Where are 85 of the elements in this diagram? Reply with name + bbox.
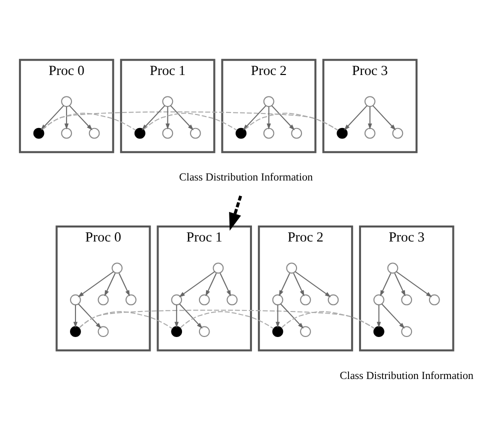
connector [281, 310, 376, 329]
cluster: Proc 0 [18, 58, 114, 153]
connector [143, 112, 238, 130]
arrow [271, 104, 295, 130]
node-circle [226, 294, 238, 305]
node-circle [61, 96, 72, 106]
arrow [166, 106, 170, 129]
node-circle [373, 294, 384, 305]
arrow [220, 272, 231, 296]
node-circle [300, 326, 311, 337]
arrow [178, 270, 216, 297]
node-circle [61, 127, 72, 138]
arrow [104, 272, 116, 296]
node-circle [70, 294, 81, 305]
arrow [64, 106, 69, 129]
arrow [276, 304, 280, 328]
node-circle [263, 96, 274, 106]
node-dot [373, 326, 384, 337]
cluster: Proc 3 [322, 58, 418, 153]
arrow [266, 106, 271, 129]
node-circle [171, 294, 182, 305]
node-circle [328, 294, 339, 305]
node-circle [387, 262, 398, 274]
arrow [376, 304, 381, 328]
arrow [78, 270, 114, 297]
arrow [278, 272, 290, 296]
label: Class Distribution Information [340, 369, 474, 382]
cluster: Proc 2 [221, 58, 316, 153]
node-circle [88, 127, 100, 138]
node-circle [364, 96, 376, 106]
node-dot [134, 127, 146, 138]
connector [180, 310, 274, 329]
node-circle [300, 294, 311, 305]
arrow [69, 104, 92, 130]
node-circle [272, 294, 284, 305]
arrow [206, 272, 217, 296]
node-dot [171, 326, 182, 337]
node-dot [336, 127, 348, 138]
node-circle [401, 294, 412, 305]
arrow [372, 104, 396, 130]
arrow [73, 304, 78, 328]
arrow [394, 272, 406, 296]
cluster: Proc 2 [258, 224, 354, 351]
arrow [78, 303, 102, 328]
node-dot [33, 127, 44, 138]
node-circle [291, 127, 302, 138]
node-circle [190, 127, 201, 138]
node-circle [98, 294, 109, 305]
node-circle [263, 127, 274, 138]
node-circle [392, 127, 404, 138]
connector [244, 112, 338, 130]
arrow [381, 303, 405, 328]
arrow [118, 272, 130, 296]
node-circle [428, 294, 440, 305]
arrow [280, 303, 304, 328]
arrow [229, 194, 242, 230]
cluster: Proc 1 [120, 58, 216, 153]
cluster: Proc 1 [156, 224, 252, 351]
node-circle [126, 294, 136, 305]
node-circle [212, 262, 224, 274]
arrow [396, 270, 432, 297]
node-dot [236, 127, 246, 138]
node-circle [198, 326, 210, 337]
arrow [368, 106, 372, 129]
node-circle [401, 326, 412, 337]
arrow [170, 104, 194, 130]
node-circle [198, 294, 210, 305]
arrow [344, 104, 368, 130]
arrow [294, 270, 331, 297]
node-dot [70, 326, 81, 337]
arrow [174, 304, 179, 328]
node-circle [98, 326, 109, 337]
cluster: Proc 0 [56, 224, 151, 351]
node-circle [112, 262, 123, 274]
node-dot [272, 326, 284, 337]
arrow [293, 272, 304, 296]
arrow [179, 303, 203, 328]
cluster: Proc 3 [359, 224, 454, 351]
node-circle [162, 127, 174, 138]
connector [78, 309, 376, 329]
node-circle [162, 96, 174, 106]
node-text: Class Distribution Information [179, 171, 313, 184]
arrow [380, 272, 392, 296]
node-circle [364, 127, 376, 138]
node-circle [286, 262, 298, 274]
